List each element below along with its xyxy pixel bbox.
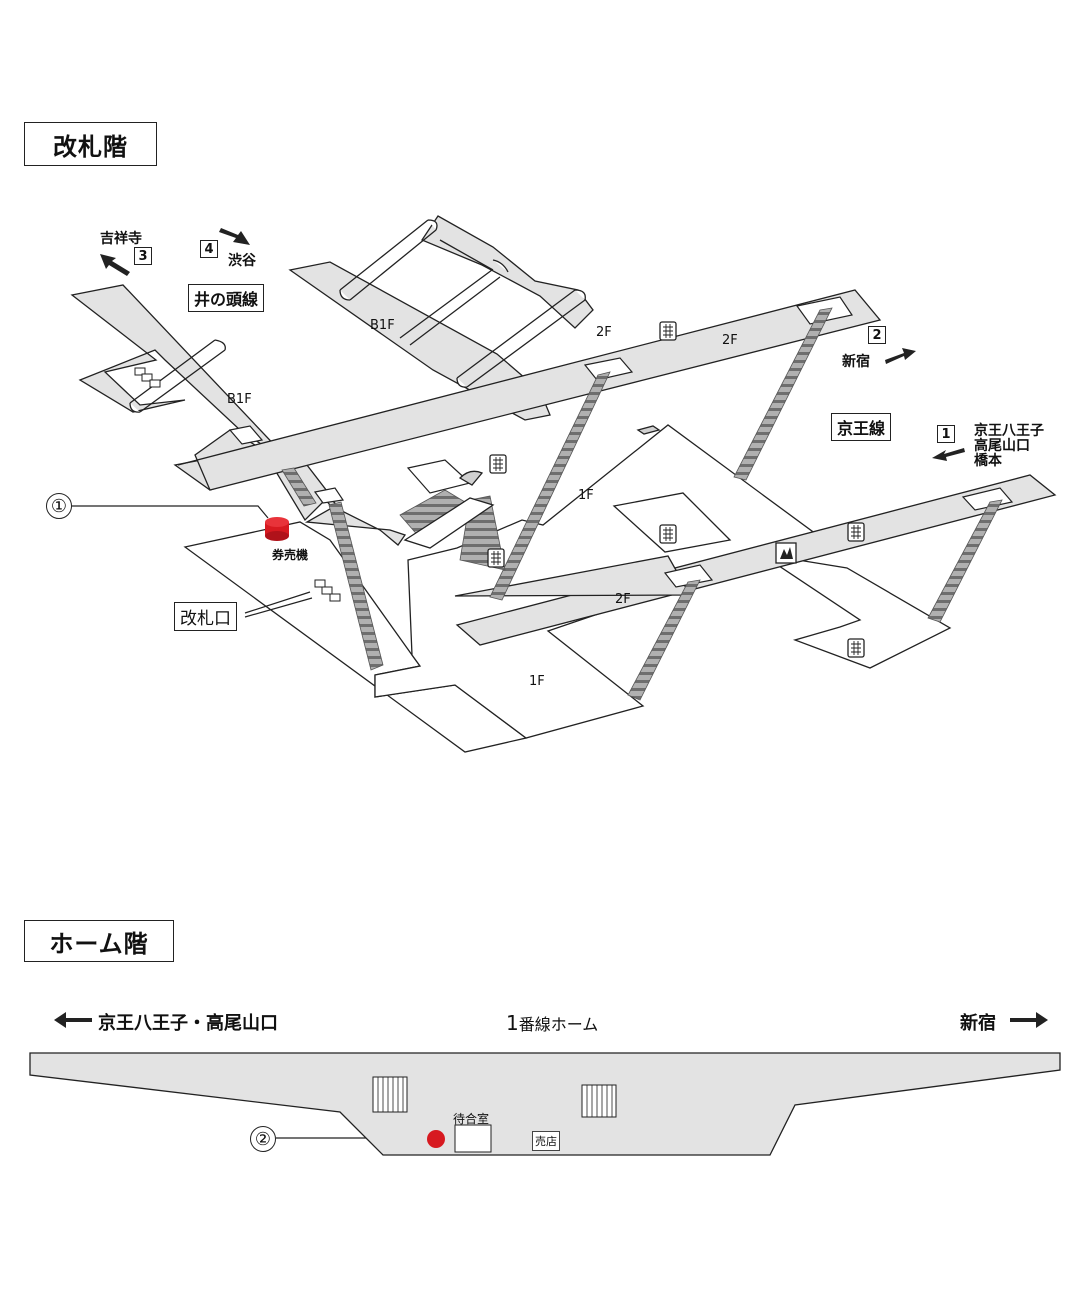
toilet-icon [775,542,797,564]
exit3-dest: 吉祥寺 [100,231,142,247]
ticket-machine-icon [265,517,289,541]
platform-name: 1番線ホーム [506,1011,598,1035]
waiting-room [454,1124,492,1153]
concourse-title: 改札階 [24,122,157,166]
platform-stairs [372,1076,617,1118]
gate-blocks [134,367,341,602]
staircases [281,307,1003,701]
right-arrow-icon [1010,1012,1048,1028]
floor-label-1f: 1F [529,674,545,689]
floor-label-b1f: B1F [370,318,395,333]
elevator-icon [489,454,507,474]
elevator-icon [487,548,505,568]
exit1-arrow-icon [932,448,965,461]
exit4-arrow-icon [219,228,250,245]
inokashira-line-label: 井の頭線 [188,284,265,312]
platform-title: ホーム階 [24,920,174,962]
exit-arrows [100,228,965,461]
exit3-number: 3 [134,247,152,265]
stair-openings [228,296,1014,588]
platform-right-dest: 新宿 [960,1013,996,1034]
elevator-icon [659,524,677,544]
marker-1: ① [46,493,72,519]
exit2-arrow-icon [885,348,916,364]
exit4-number: 4 [200,240,218,258]
ticket-gate-label: 改札口 [174,602,237,631]
platform-marker-dot [427,1130,445,1148]
elevator-icon [659,321,677,341]
exit1-dest-1: 京王八王子 [974,423,1044,439]
shop-label: 売店 [532,1131,560,1151]
floor-label-2f: 2F [596,325,612,340]
keio-line-label: 京王線 [831,413,892,441]
exit3-arrow-icon [100,254,130,276]
exit1-dest-list: 京王八王子 高尾山口 橋本 [974,424,1044,469]
platform-area [29,1052,1061,1156]
escalators [129,219,661,549]
ticket-machine-label: 券売機 [272,548,309,562]
floor-label-b1f: B1F [227,392,252,407]
exit1-dest-2: 高尾山口 [974,438,1030,454]
floor-label-1f: 1F [578,488,594,503]
marker-2: ② [250,1126,276,1152]
f2-walkways [177,289,1057,646]
platform-arrows [54,1012,1048,1028]
elevator-icon [847,638,865,658]
exit1-dest-3: 橋本 [974,453,1002,469]
left-arrow-icon [54,1012,92,1028]
elevator-icon [847,522,865,542]
exit2-dest: 新宿 [842,354,870,370]
exit4-dest: 渋谷 [228,253,256,269]
exit2-number: 2 [868,326,886,344]
exit1-number: 1 [937,425,955,443]
platform-label: 番線ホーム [518,1015,599,1034]
platform-left-dest: 京王八王子・高尾山口 [98,1013,278,1034]
waiting-room-label: 待合室 [453,1112,490,1126]
platform-number: 1 [506,1011,519,1035]
floor-label-2f: 2F [722,333,738,348]
floor-label-2f: 2F [615,592,631,607]
